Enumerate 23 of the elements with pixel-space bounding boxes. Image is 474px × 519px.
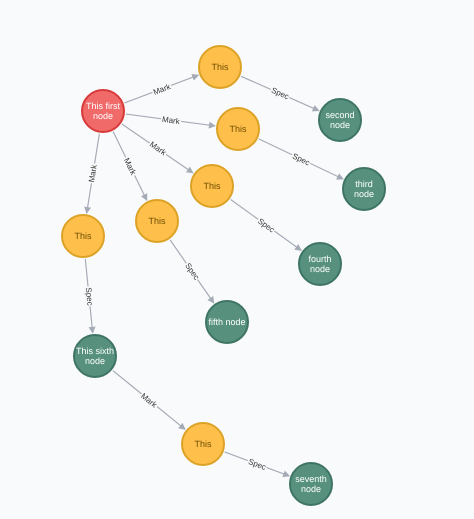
edge-label: Spec [246,456,268,472]
graph-node: fourth node [298,242,342,286]
arrow [240,76,320,112]
graph-node: fifth node [205,300,249,344]
graph-node: This [135,199,179,243]
graph-node: This [181,422,225,466]
edge-label: Spec [84,285,95,307]
graph-node: This [61,214,105,258]
graph-node: second node [318,98,362,142]
edge-label: Mark [150,81,172,97]
graph-node: This first node [81,89,125,133]
edge-label: Mark [122,155,138,177]
arrow [112,370,186,430]
edge-label: Mark [160,114,181,126]
edge-label: Spec [269,85,292,102]
graph-node: This [190,164,234,208]
graph-node: third node [342,167,386,211]
graph-node: This sixth node [73,334,117,378]
graph-node: seventh node [289,462,333,506]
edge-label: Mark [86,163,99,184]
edge-label: Spec [290,150,312,168]
graph-node: This [198,45,242,89]
graph-node: This [216,107,260,151]
